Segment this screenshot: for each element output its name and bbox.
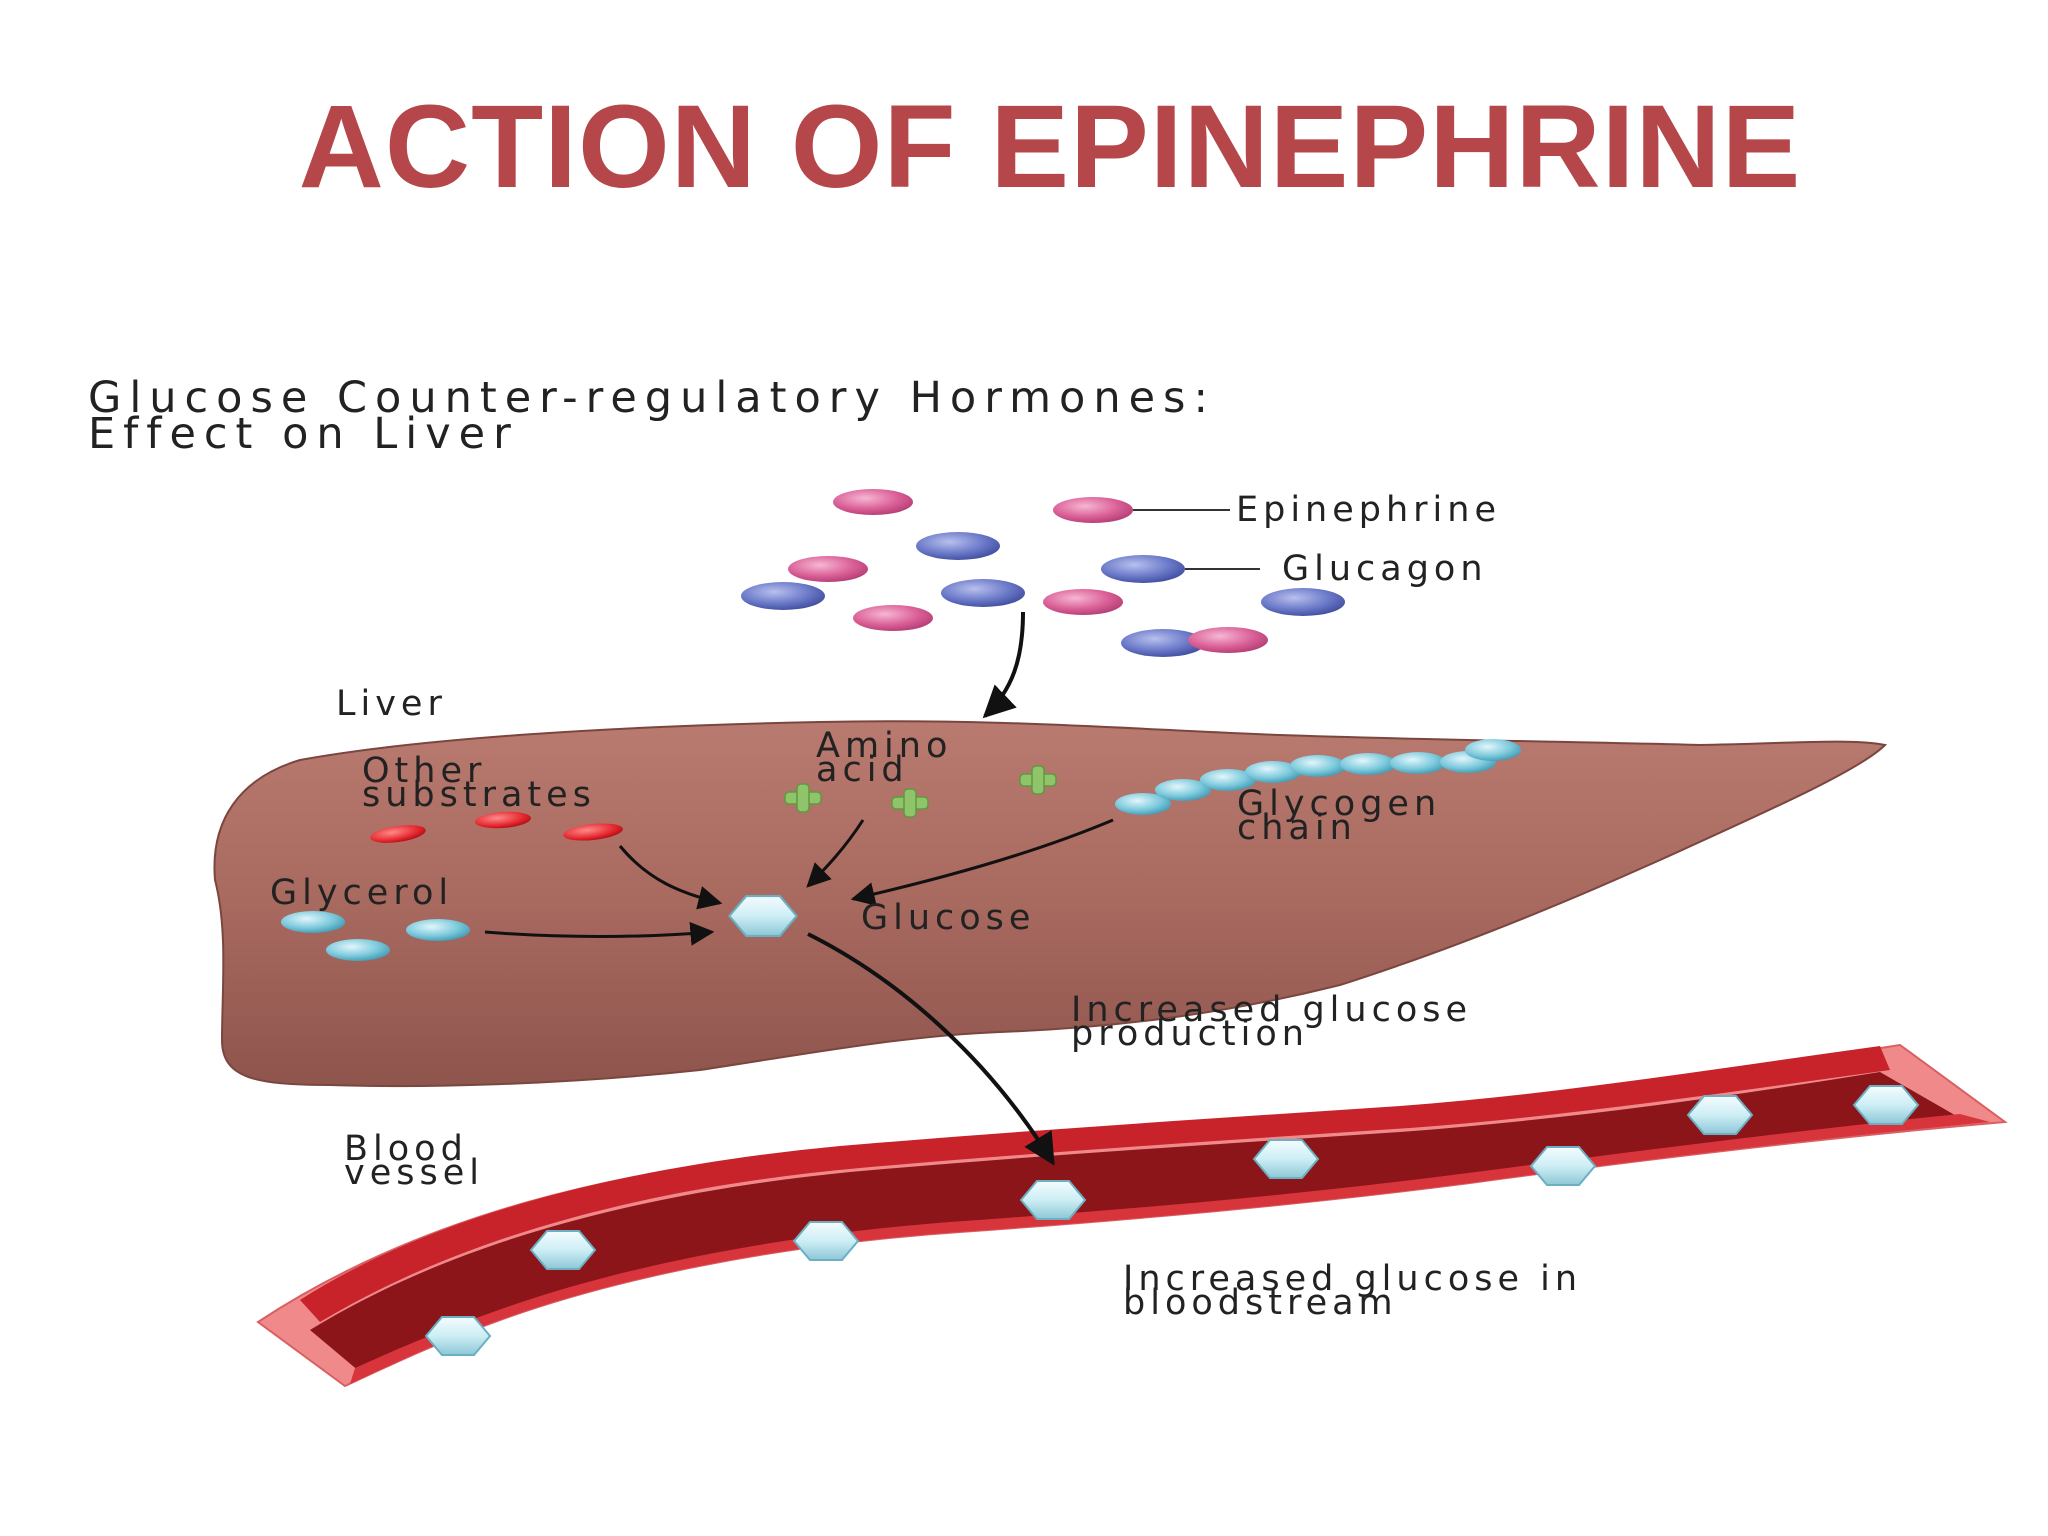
epinephrine-molecule xyxy=(853,605,933,631)
conversion-arrows xyxy=(484,818,1114,946)
glucagon-molecule xyxy=(1261,588,1345,616)
glycerol-molecule xyxy=(406,919,470,941)
blood-vessel xyxy=(256,1043,2008,1388)
glycerol-label: Glycerol xyxy=(270,873,453,913)
glucose-to-blood-arrow xyxy=(807,932,1055,1166)
glucagon-molecule xyxy=(1121,629,1205,657)
liver-shape xyxy=(213,720,1888,1088)
glycogen-chain xyxy=(1115,739,1521,815)
glycogen-to-glucose-arrow xyxy=(850,818,1114,906)
vessel-upper-wall xyxy=(300,1046,1890,1322)
glycogen-unit xyxy=(1115,793,1171,815)
glycogen-label-line1: Glycogen xyxy=(1237,784,1441,824)
epinephrine-molecule xyxy=(833,489,913,515)
amino-acid-molecules xyxy=(784,765,1057,818)
green-cross-icon xyxy=(891,788,929,818)
glucose-label: Glucose xyxy=(861,898,1035,938)
amino-to-glucose-arrow xyxy=(806,819,865,888)
amino-acid-label-line2: acid xyxy=(816,750,909,790)
amino-acid-label-line1: Amino xyxy=(816,726,952,766)
increased-bloodstream-label-line1: Increased glucose in xyxy=(1123,1259,1582,1299)
glucagon-molecule xyxy=(741,582,825,610)
glycerol-to-glucose-arrow xyxy=(484,921,715,946)
substrate-molecule xyxy=(563,823,623,841)
epinephrine-molecule xyxy=(1043,589,1123,615)
glycogen-unit xyxy=(1465,739,1521,761)
glucagon-molecule xyxy=(941,579,1025,607)
glycogen-unit xyxy=(1290,755,1346,777)
substrates-to-glucose-arrow xyxy=(618,845,723,910)
legend-epinephrine: Epinephrine xyxy=(1236,490,1501,530)
blood-vessel-label-line2: vessel xyxy=(344,1153,484,1193)
glycogen-unit xyxy=(1200,769,1256,791)
diagram-heading-line2: Effect on Liver xyxy=(88,409,519,459)
increased-production-label-line1: Increased glucose xyxy=(1071,990,1472,1030)
substrate-molecule xyxy=(475,811,531,829)
other-substrates-label-line2: substrates xyxy=(362,775,596,815)
glycogen-unit xyxy=(1390,752,1446,774)
green-cross-icon xyxy=(1019,765,1057,795)
glycerol-molecule xyxy=(326,939,390,961)
substrate-molecule xyxy=(370,825,426,843)
increased-production-label-line2: production xyxy=(1071,1014,1309,1054)
other-substrates-label-line1: Other xyxy=(362,751,486,791)
glycerol-molecules xyxy=(281,911,470,961)
other-substrates-molecules xyxy=(370,811,623,843)
hormone-to-liver-arrow xyxy=(982,611,1025,719)
legend-glucagon: Glucagon xyxy=(1282,549,1488,589)
epinephrine-molecule xyxy=(1053,497,1133,523)
hormone-cluster xyxy=(741,489,1345,657)
epinephrine-molecule xyxy=(788,556,868,582)
green-cross-icon xyxy=(784,783,822,813)
glucagon-molecule xyxy=(1101,555,1185,583)
epinephrine-molecule xyxy=(1188,627,1268,653)
liver-label: Liver xyxy=(336,684,447,724)
slide-title: ACTION OF EPINEPHRINE xyxy=(298,81,1802,213)
glycogen-unit xyxy=(1245,761,1301,783)
glycogen-unit xyxy=(1340,753,1396,775)
diagram-heading-line1: Glucose Counter-regulatory Hormones: xyxy=(88,373,1216,423)
glycogen-unit xyxy=(1155,779,1211,801)
increased-bloodstream-label-line2: bloodstream xyxy=(1123,1283,1398,1323)
blood-vessel-label-line1: Blood xyxy=(344,1129,468,1169)
glycerol-molecule xyxy=(281,911,345,933)
glycogen-label-line2: chain xyxy=(1237,808,1357,848)
glucagon-molecule xyxy=(916,532,1000,560)
